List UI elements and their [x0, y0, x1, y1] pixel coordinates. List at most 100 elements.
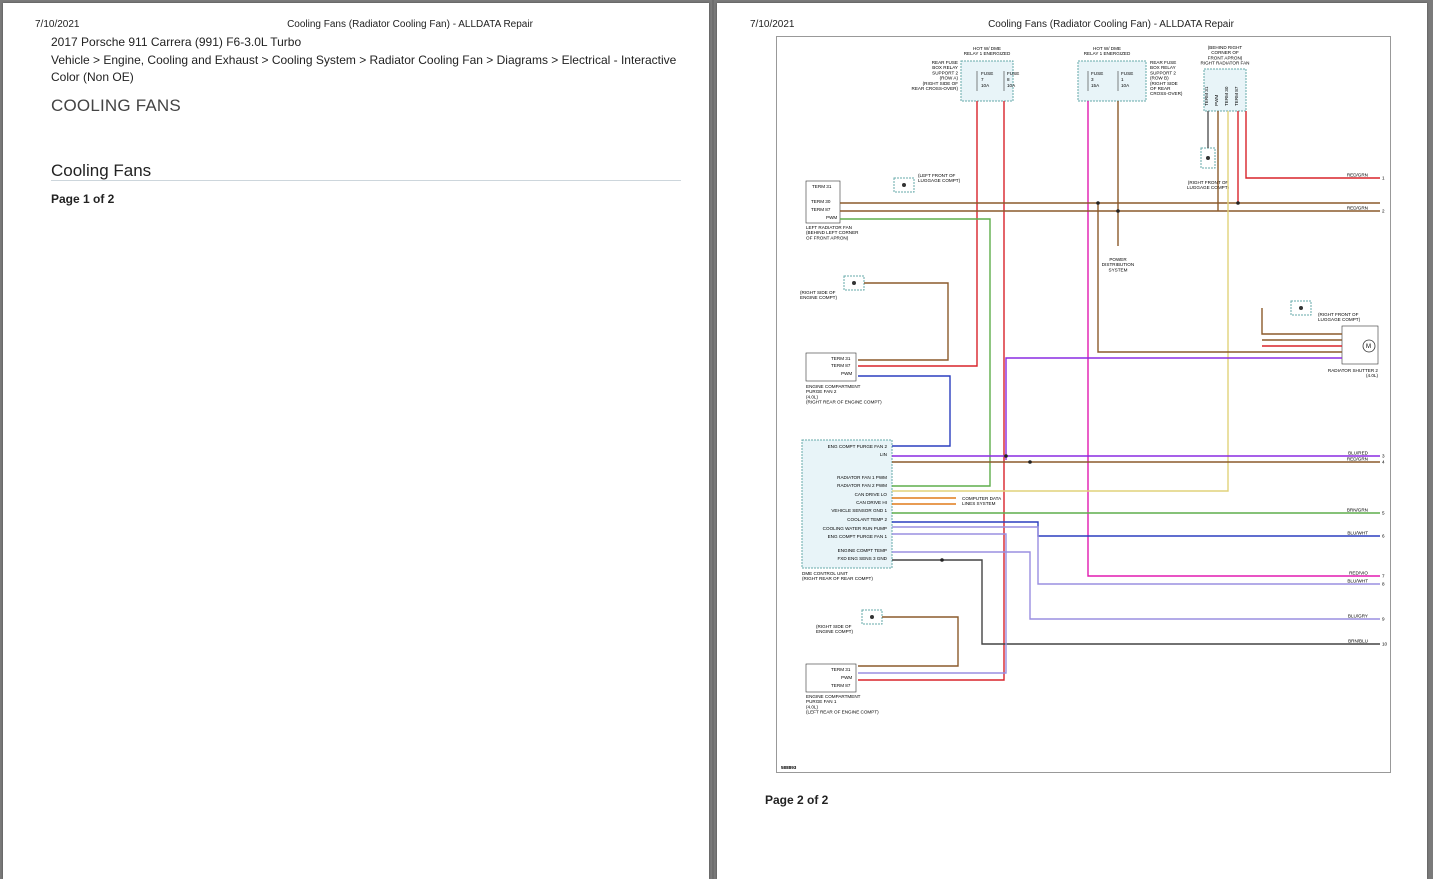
fuse-box-a-label-line: SUPPORT 2 [932, 70, 958, 75]
fuse-box-a-label-line: REAR FUSE [932, 60, 958, 65]
svg-text:10A: 10A [1121, 83, 1130, 88]
gp9-location-line: ENGINE COMPT) [800, 295, 837, 300]
svg-text:TERM 30: TERM 30 [811, 199, 831, 204]
purge-fan-2-location-line: ENGINE COMPARTMENT [806, 384, 861, 389]
power-distribution-line: DISTRIBUTION [1102, 262, 1134, 267]
shutter-label: RADIATOR SHUTTER 2(4.0L) [1328, 368, 1379, 378]
gp9b-location-line: (RIGHT SIDE OF [816, 624, 852, 629]
shutter-label-line: RADIATOR SHUTTER 2 [1328, 368, 1379, 373]
edge-number-label: 3 [1382, 454, 1385, 459]
hot-a-label-line: RELAY 1 ENERGIZED [964, 51, 1011, 56]
purge-fan-1-location-line: (LEFT REAR OF ENGINE COMPT) [806, 710, 879, 715]
purge-fan-1-location-line: (4.0L) [806, 704, 818, 709]
gp2-location-line: LUGGAGE COMPT) [918, 178, 961, 183]
gp1-location-line: (RIGHT FRONT OF [1188, 180, 1229, 185]
print-header-title: Cooling Fans (Radiator Cooling Fan) - AL… [287, 19, 533, 30]
hot-b-label-line: RELAY 1 ENERGIZED [1084, 51, 1131, 56]
breadcrumb: Vehicle > Engine, Cooling and Exhaust > … [51, 53, 677, 84]
edge-number-label: 10 [1382, 642, 1388, 647]
edge-wire-label: BLU/RED [1348, 451, 1369, 456]
computer-data-line: COMPUTER DATA [962, 496, 1002, 501]
edge-number-label: 6 [1382, 534, 1385, 539]
dme-pin-label: ENGINE COMPT TEMP [838, 548, 887, 553]
purge-fan-2-location-line: PURGE FAN 2 [806, 389, 837, 394]
svg-text:TERM 31: TERM 31 [831, 356, 851, 361]
purge-fan-2-location-line: (4.0L) [806, 394, 818, 399]
svg-text:TERM 87: TERM 87 [811, 207, 831, 212]
svg-text:FUSE: FUSE [1091, 71, 1103, 76]
right-fan-location-line: (BEHIND RIGHT [1208, 45, 1243, 50]
edge-number-label: 1 [1382, 176, 1385, 181]
page-separator [712, 0, 714, 879]
svg-text:1: 1 [1121, 77, 1124, 82]
dme-pin-label: LIN [880, 452, 887, 457]
edge-connector-labels: RED/GRN1RED/GRN2BLU/RED3RED/GRN4BRN/GRN5… [1347, 173, 1388, 647]
subsection-divider [51, 180, 681, 181]
svg-text:7: 7 [981, 77, 984, 82]
fuse-box-a-label-line: (RIGHT SIDE OF [923, 81, 959, 86]
dme-pin-label: CAN DRIVE HI [856, 500, 887, 505]
hot-a-label-line: HOT W/ DME [973, 46, 1001, 51]
svg-text:10A: 10A [1007, 83, 1016, 88]
edge-wire-label: BLU/WHT [1347, 579, 1368, 584]
power-distribution-line: POWER [1109, 257, 1127, 262]
svg-text:PWM: PWM [841, 675, 852, 680]
edge-number-label: 4 [1382, 460, 1385, 465]
svg-text:M: M [1366, 344, 1371, 350]
pdf-page-2: 7/10/2021 Cooling Fans (Radiator Cooling… [717, 3, 1427, 879]
purge-fan-1-location-line: ENGINE COMPARTMENT [806, 694, 861, 699]
radiator-shutter-2: M [1341, 325, 1379, 365]
dme-pin-label: RADIATOR FAN 1 PWM [837, 475, 887, 480]
fuse-box-b-label-line: (RIGHT SIDE [1150, 81, 1178, 86]
dme-pin-label: ENG COMPT PURGE FAN 1 [828, 534, 888, 539]
fuse-box-b-label-line: BOX RELAY [1150, 65, 1176, 70]
gp1b-location-line: LUGGAGE COMPT) [1318, 317, 1361, 322]
dme-pin-label: RADIATOR FAN 2 PWM [837, 483, 887, 488]
svg-text:TERM 87: TERM 87 [1234, 86, 1239, 106]
dme-pin-label: FXD ENG SENS 3 GND [837, 556, 887, 561]
fuse-box-b-label-line: REAR FUSE [1150, 60, 1176, 65]
fuse-box-b-label-line: OF REAR [1150, 86, 1171, 91]
svg-text:PWM: PWM [826, 215, 837, 220]
splices [940, 201, 1240, 562]
dme-pin-labels: ENG COMPT PURGE FAN 2 LIN RADIATOR FAN 1 P… [823, 444, 888, 561]
right-fan-location-line: CORNER OF [1211, 50, 1239, 55]
svg-text:TERM 87: TERM 87 [831, 683, 851, 688]
shutter-label-line: (4.0L) [1366, 373, 1378, 378]
dme-pin-label: ENG COMPT PURGE FAN 2 [828, 444, 888, 449]
dme-location-line: DME CONTROL UNIT [802, 571, 848, 576]
edge-wire-label: BRN/BLU [1348, 639, 1368, 644]
svg-text:8: 8 [1007, 77, 1010, 82]
edge-wire-label: RED/GRN [1347, 206, 1368, 211]
svg-text:TERM 87: TERM 87 [831, 363, 851, 368]
figure-id: 588893 [781, 765, 797, 770]
fuse-box-a-label-line: REAR CROSS-OVER) [912, 86, 959, 91]
pdf-page-1: 7/10/2021 Cooling Fans (Radiator Cooling… [3, 3, 709, 879]
edge-wire-label: RED/GRN [1347, 173, 1368, 178]
svg-text:TERM 31: TERM 31 [831, 667, 851, 672]
edge-number-label: 5 [1382, 511, 1385, 516]
edge-wire-label: BLU/GRY [1348, 614, 1368, 619]
left-fan-location-line: OF FRONT APRON) [806, 235, 849, 240]
edge-number-label: 9 [1382, 617, 1385, 622]
subsection-title: Cooling Fans [51, 161, 152, 180]
gp1-location-line: LUGGAGE COMPT) [1187, 185, 1230, 190]
svg-text:TERM 31: TERM 31 [812, 184, 832, 189]
svg-text:FUSE: FUSE [1007, 71, 1019, 76]
section-title: COOLING FANS [51, 96, 181, 115]
gp1b-location-line: (RIGHT FRONT OF [1318, 312, 1359, 317]
purge-fan-2-location-line: (RIGHT REAR OF ENGINE COMPT) [806, 400, 882, 405]
left-fan-location-line: (BEHIND LEFT CORNER [806, 230, 859, 235]
